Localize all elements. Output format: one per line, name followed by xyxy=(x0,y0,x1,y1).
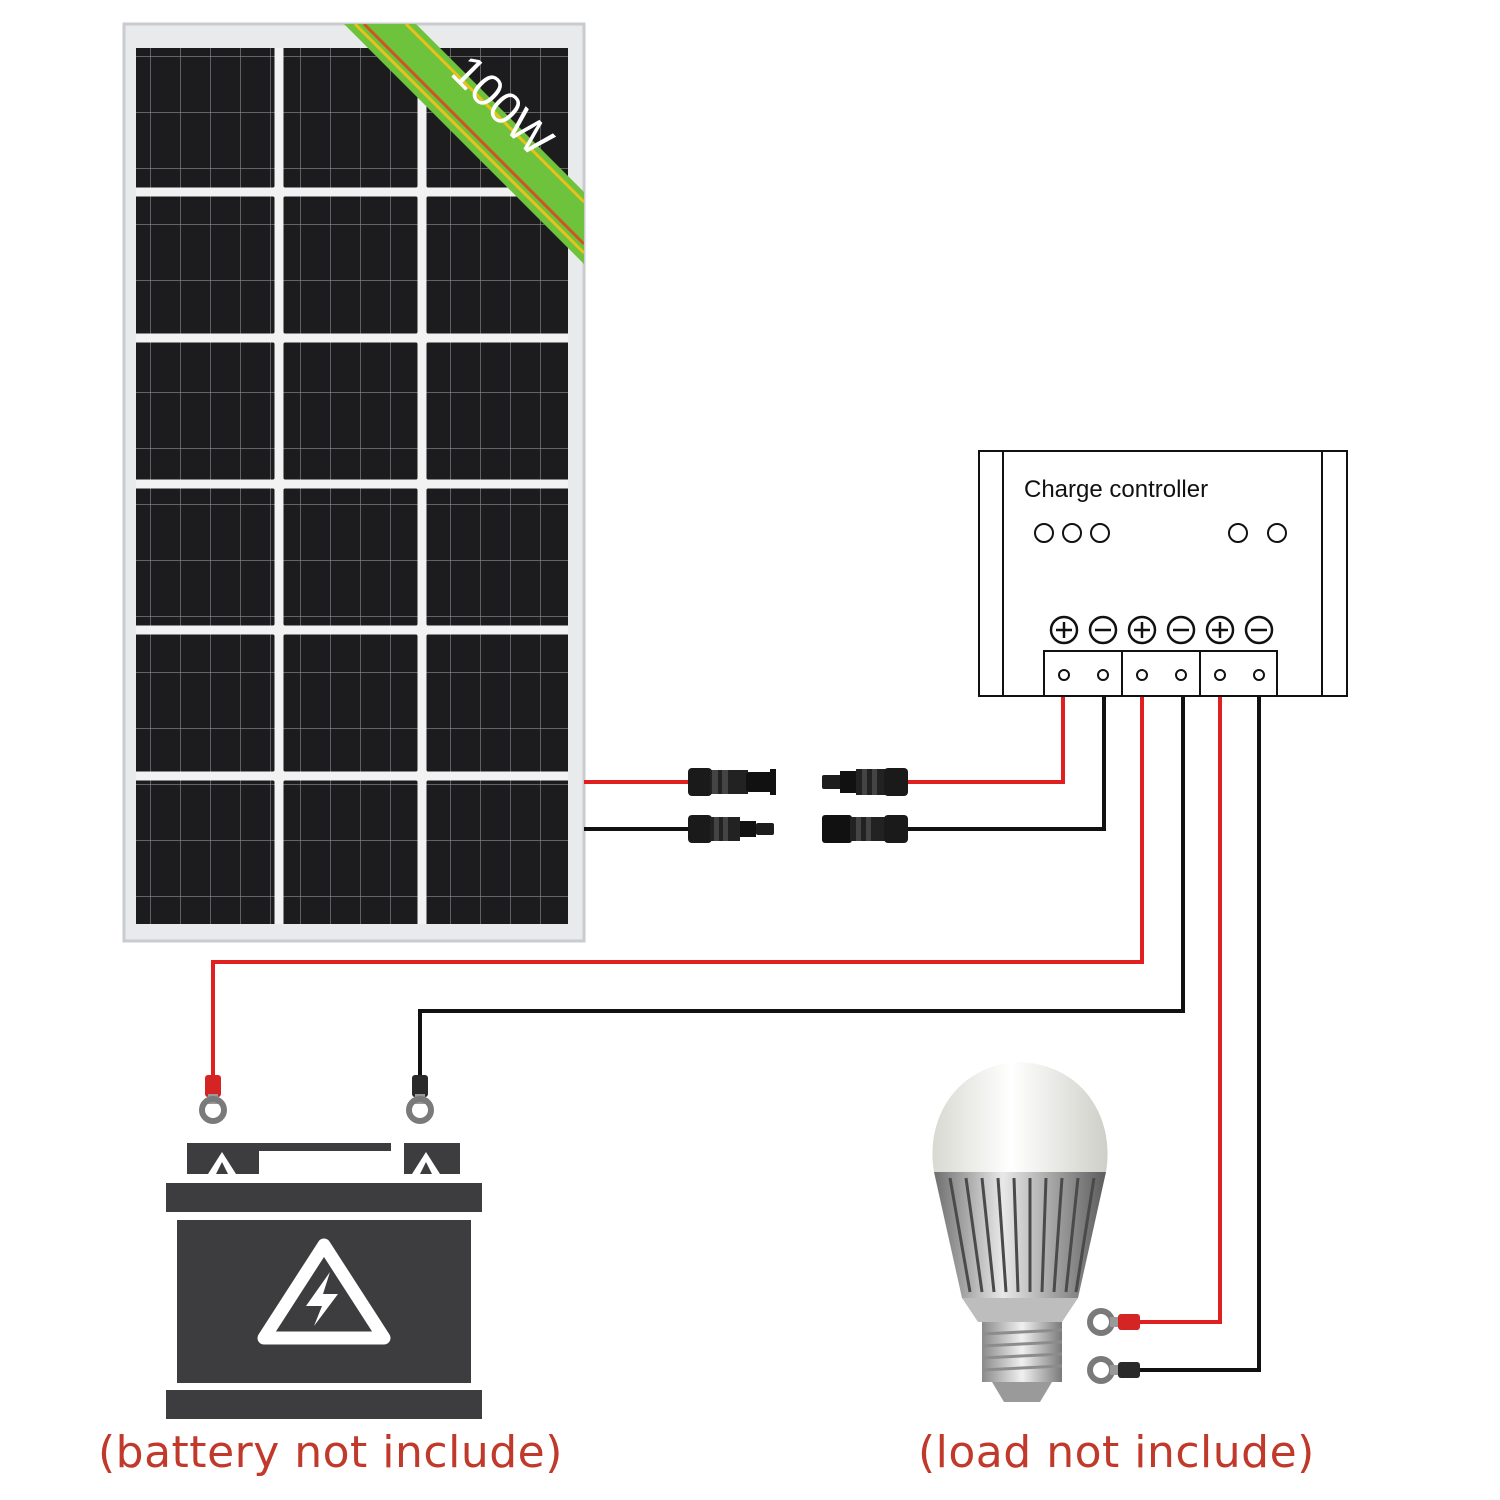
high-voltage-icon xyxy=(257,1238,391,1345)
bulb-glass xyxy=(932,1062,1108,1172)
plus-icon xyxy=(1127,615,1157,645)
wire-pv-negative xyxy=(905,696,1106,831)
mc4-connectors xyxy=(688,768,908,843)
wire-battery-negative xyxy=(418,696,1185,1075)
charge-controller: Charge controller xyxy=(978,450,1348,697)
battery-ring-terminals xyxy=(199,1075,434,1124)
load-ring-terminal-positive xyxy=(1087,1308,1140,1336)
terminal-signs xyxy=(1049,615,1274,645)
solar-panel: 100W xyxy=(122,22,586,943)
terminal-block-load xyxy=(1199,650,1278,697)
battery-caption: (battery not include) xyxy=(98,1427,563,1478)
minus-icon xyxy=(1166,615,1196,645)
mc4-connector-controller-positive xyxy=(822,768,908,796)
load-caption: (load not include) xyxy=(918,1427,1315,1478)
controller-title: Charge controller xyxy=(1024,476,1208,503)
wire-pv-positive xyxy=(905,696,1065,784)
terminal-block-pv xyxy=(1043,650,1123,697)
wire-battery-positive xyxy=(211,696,1144,1075)
load-ring-terminals xyxy=(1087,1308,1140,1384)
ring-terminal-positive xyxy=(199,1075,227,1124)
mc4-connector-panel-positive xyxy=(688,768,776,796)
ring-terminal-negative xyxy=(406,1075,434,1124)
wire-load-negative xyxy=(1138,696,1261,1372)
minus-icon xyxy=(1244,615,1274,645)
terminal-blocks xyxy=(1043,650,1278,697)
plus-icon xyxy=(1205,615,1235,645)
terminal-block-battery xyxy=(1121,650,1201,697)
minus-icon xyxy=(1088,615,1118,645)
panel-diamonds xyxy=(269,182,432,786)
wires xyxy=(211,696,1261,1372)
light-bulb-icon xyxy=(932,1062,1108,1402)
wire-load-positive xyxy=(1138,696,1222,1324)
indicator-leds xyxy=(1034,523,1287,543)
mc4-connector-panel-negative xyxy=(688,815,774,843)
mc4-connector-controller-negative xyxy=(822,815,908,843)
load-ring-terminal-negative xyxy=(1087,1356,1140,1384)
battery-icon xyxy=(166,1143,482,1419)
plus-icon xyxy=(1049,615,1079,645)
